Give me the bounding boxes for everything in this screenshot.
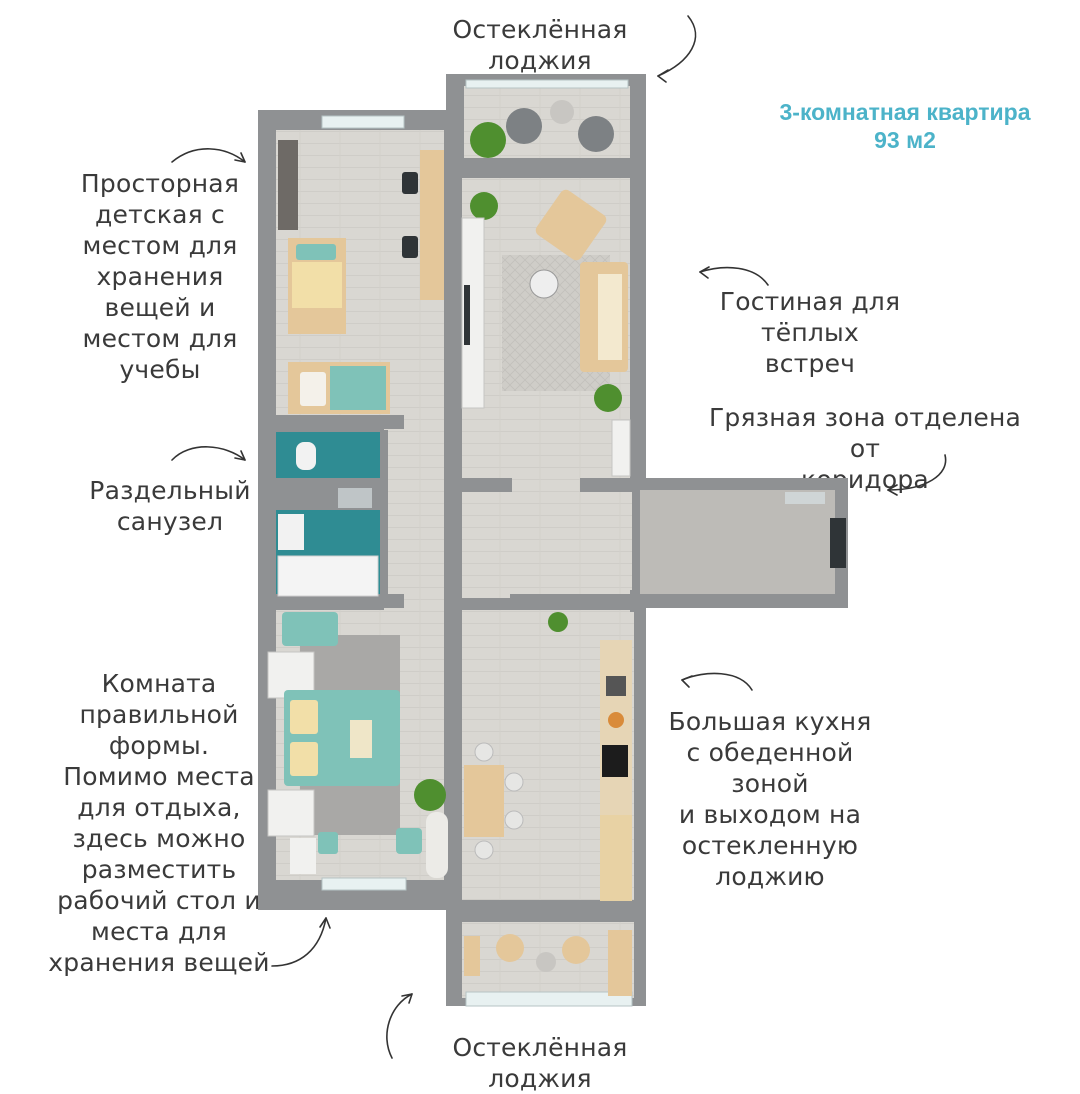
- sink: [606, 676, 626, 696]
- loggia-top-furniture: [470, 100, 614, 158]
- coffee-table: [550, 100, 574, 124]
- apartment-title: 3-комнатная квартира 93 м2: [750, 98, 1060, 154]
- shower-cabin: [338, 488, 372, 508]
- note-kitchen: Большая кухня с обеденной зоной и выходо…: [668, 707, 872, 891]
- desk-chair: [318, 832, 338, 854]
- note-bathroom: Раздельный санузел: [89, 476, 251, 536]
- kitchen-furniture: [464, 612, 632, 901]
- chair: [474, 742, 494, 762]
- bench: [350, 720, 372, 758]
- armchair: [506, 108, 542, 144]
- desk-chair: [402, 172, 418, 194]
- kids-room-furniture: [278, 140, 444, 414]
- plant: [414, 779, 446, 811]
- loggia-bottom-furniture: [464, 930, 632, 996]
- apartment-area: 93 м2: [874, 127, 936, 153]
- armchair: [578, 116, 614, 152]
- storage-cabinet: [608, 930, 632, 996]
- dining-table: [464, 765, 504, 837]
- bathtub: [277, 555, 379, 597]
- armchair: [282, 612, 338, 646]
- desk: [420, 150, 444, 300]
- pillow: [300, 372, 326, 406]
- armchair: [535, 189, 607, 261]
- pillow: [296, 244, 336, 260]
- shelf: [464, 936, 480, 976]
- cooktop: [602, 745, 628, 777]
- wardrobe: [267, 789, 315, 837]
- coffee-table: [529, 269, 559, 299]
- chair: [504, 810, 524, 830]
- plant: [594, 384, 622, 412]
- armchair: [496, 934, 524, 962]
- bedroom-furniture: [267, 612, 448, 878]
- note-dirty-zone: Грязная зона отделена от коридора: [708, 403, 1022, 494]
- shoe-rack: [785, 492, 825, 504]
- note-bedroom: Комната правильной формы. Помимо места д…: [48, 669, 270, 977]
- tv: [464, 285, 470, 345]
- plant: [548, 612, 568, 632]
- windows: [321, 79, 633, 1007]
- bathroom-fixtures: [277, 442, 379, 597]
- left-corridor-floor: [384, 415, 444, 615]
- tv-unit: [461, 217, 485, 409]
- desk-chair: [402, 236, 418, 258]
- apartment-type: 3-комнатная квартира: [779, 99, 1031, 125]
- plant: [470, 122, 506, 158]
- shelf: [611, 419, 631, 477]
- chair: [474, 840, 494, 860]
- dirty-zone-floor: [640, 490, 835, 594]
- armchair: [396, 828, 422, 854]
- work-desk: [290, 838, 316, 874]
- bed-blanket: [292, 262, 342, 308]
- bed-blanket: [330, 366, 386, 410]
- cushion: [598, 274, 622, 360]
- pillow: [290, 700, 318, 734]
- note-living-room: Гостиная для тёплых встреч: [719, 287, 901, 378]
- wardrobe: [278, 140, 298, 230]
- fridge: [600, 815, 632, 901]
- note-kids-room: Просторная детская с местом для хранения…: [80, 169, 240, 384]
- entrance-door: [830, 518, 846, 568]
- side-table: [426, 812, 448, 878]
- pizza: [608, 712, 624, 728]
- pillow: [290, 742, 318, 776]
- chair: [504, 772, 524, 792]
- dirty-zone-furniture: [785, 492, 846, 568]
- living-room-furniture: [461, 189, 631, 477]
- note-loggia-top: Остеклённая лоджия: [452, 15, 628, 75]
- interior-walls: [276, 158, 640, 922]
- plant: [470, 192, 498, 220]
- toilet-floor: [276, 432, 380, 478]
- hall-floor: [462, 478, 632, 598]
- toilet: [296, 442, 316, 470]
- armchair: [562, 936, 590, 964]
- sink: [278, 514, 304, 550]
- coffee-table: [536, 952, 556, 972]
